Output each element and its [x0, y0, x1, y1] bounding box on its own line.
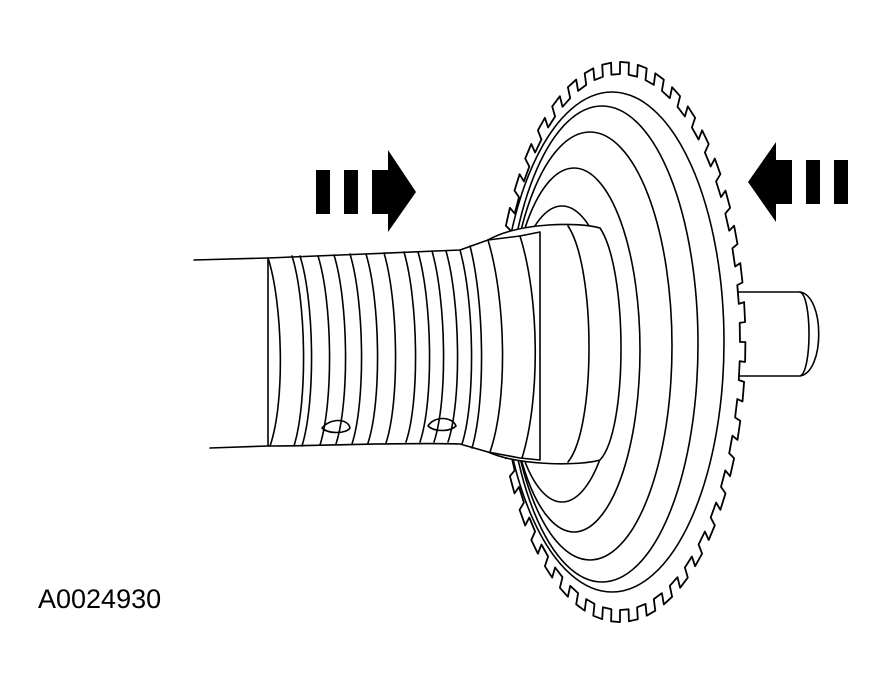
figure-id-label: A0024930	[38, 584, 162, 614]
rear-stub-shaft	[737, 291, 820, 377]
press-arrow-right	[748, 142, 848, 222]
press-arrow-left	[316, 150, 416, 232]
main-shaft	[193, 231, 541, 461]
